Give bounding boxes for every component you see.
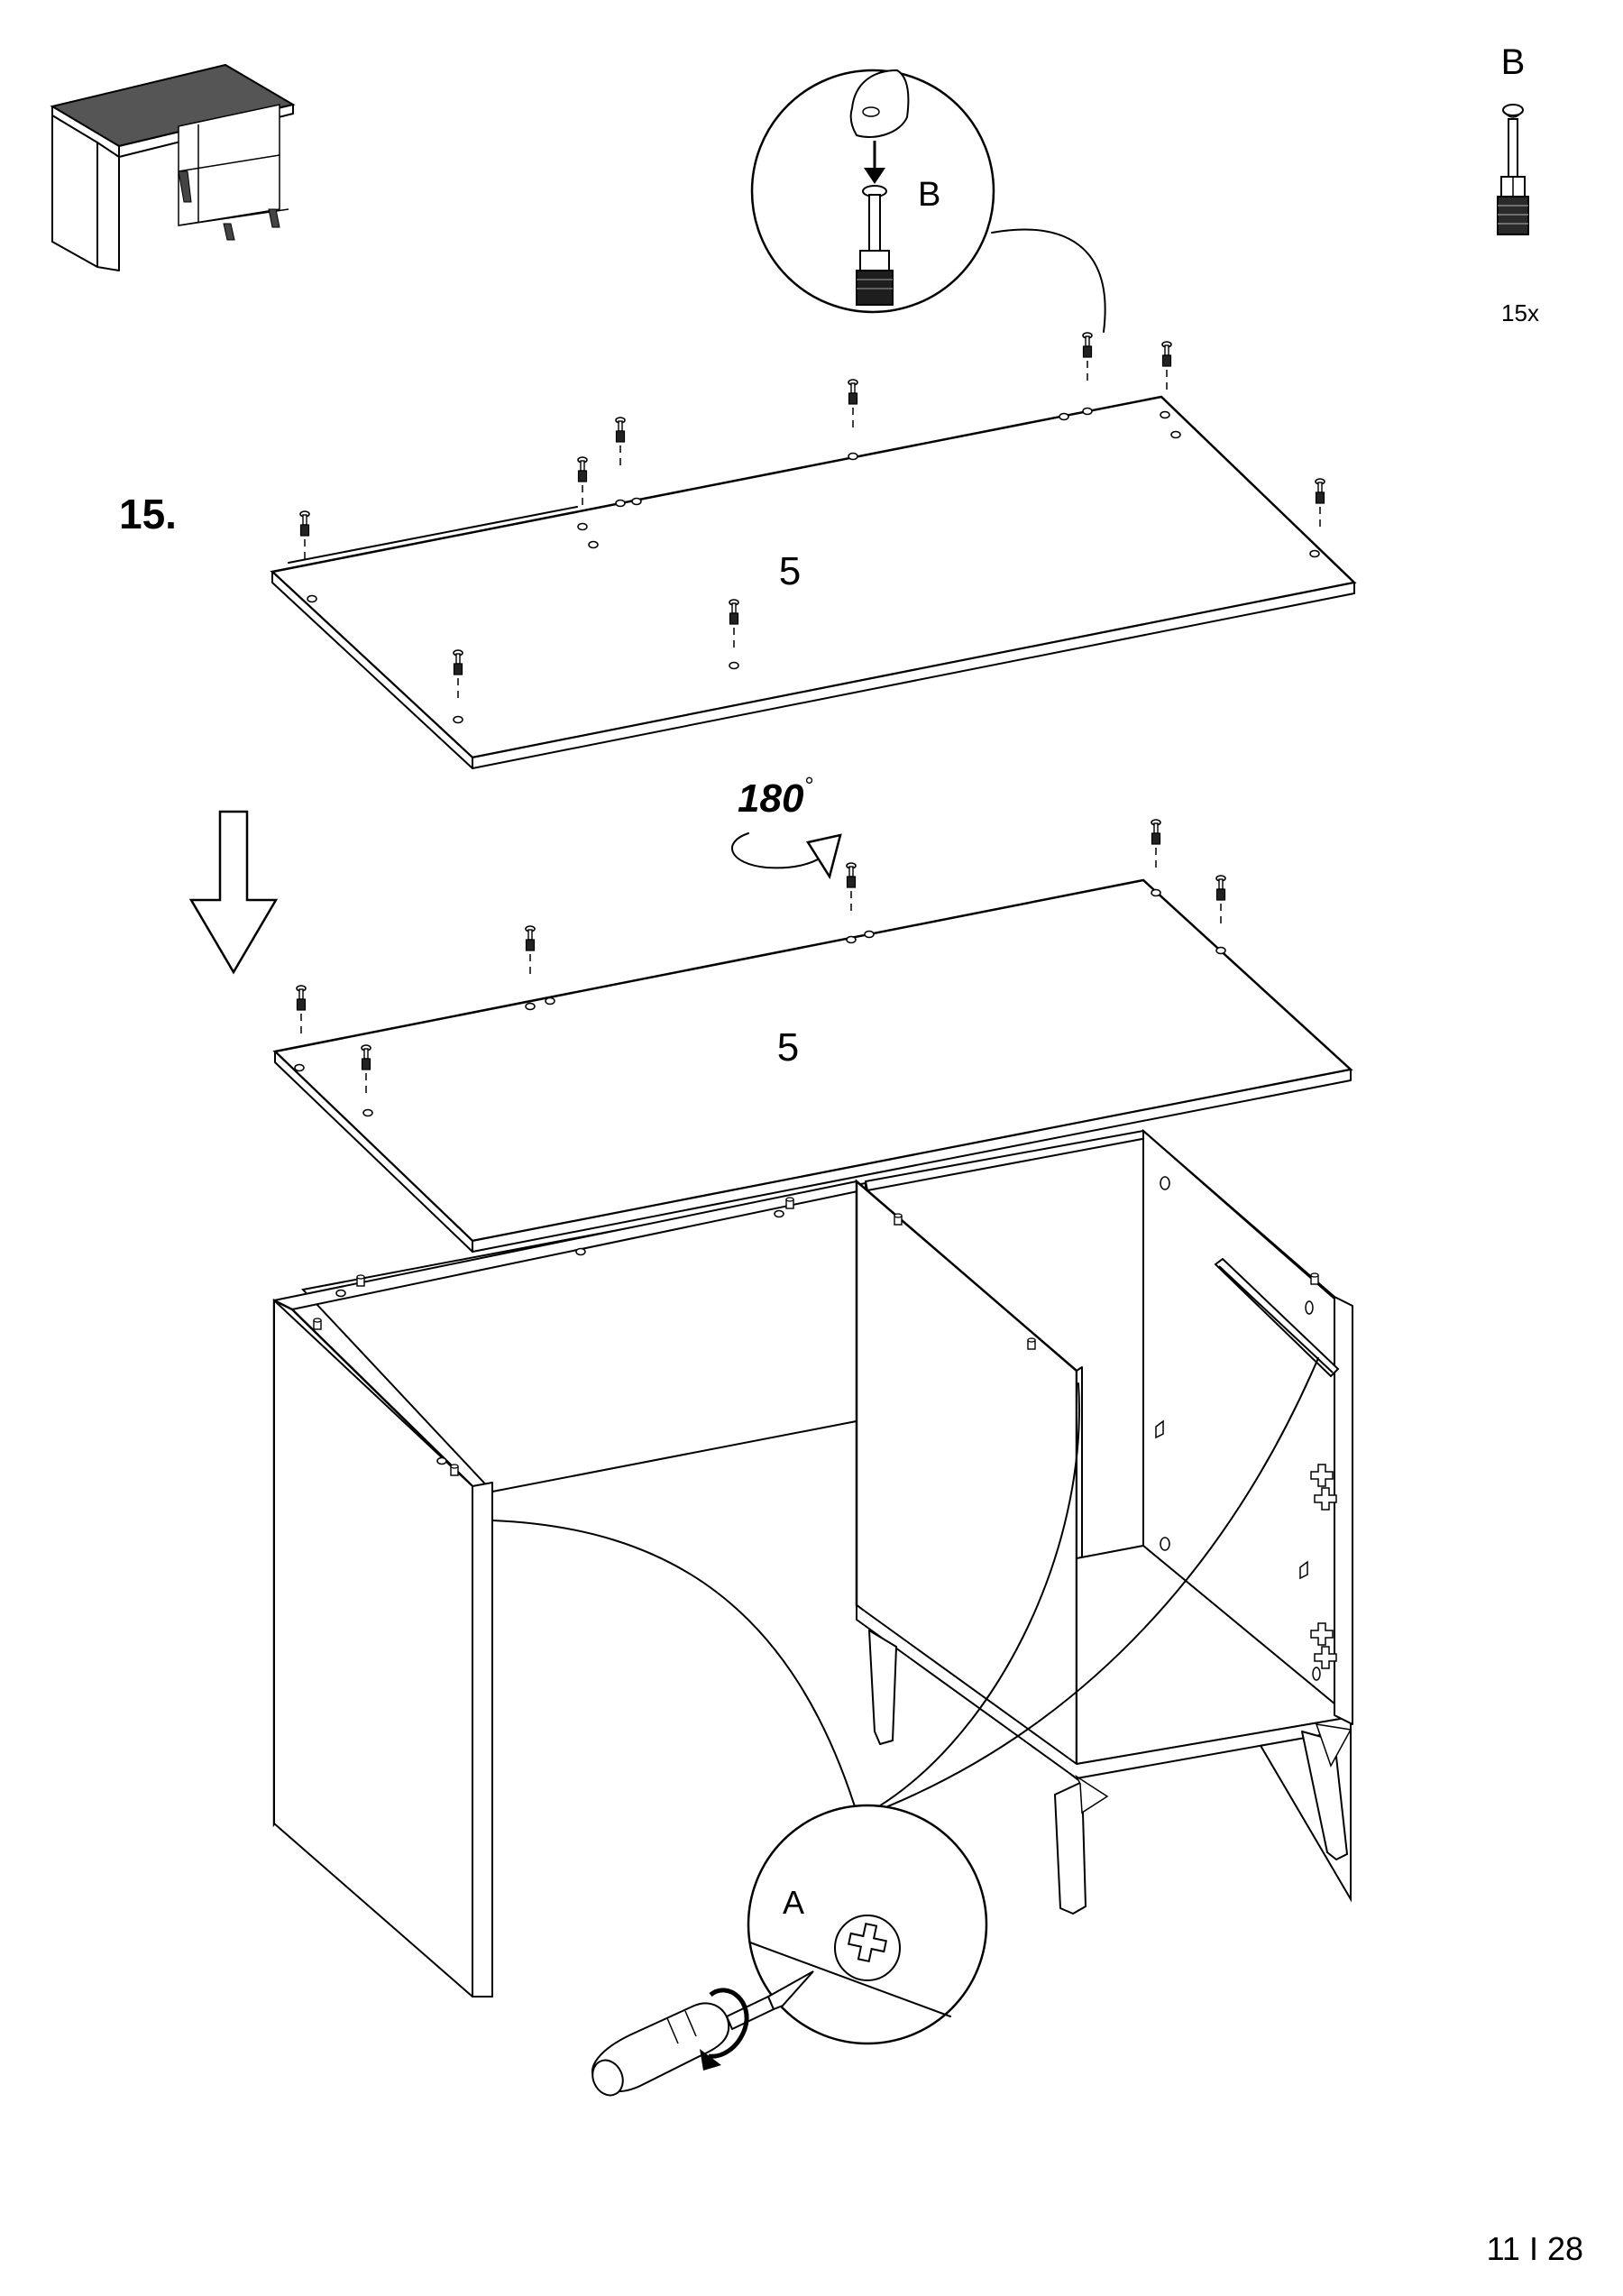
cam-lock-icon bbox=[1310, 1622, 1337, 1669]
top-panel-flipped: 5 bbox=[272, 819, 1353, 1253]
desk-frame bbox=[272, 1128, 1353, 1998]
step-number: 15. bbox=[119, 491, 177, 537]
detail-b-label: B bbox=[918, 176, 940, 214]
detail-circle-a: A bbox=[747, 1804, 988, 2045]
top-panel-upside-down: 5 bbox=[270, 332, 1357, 769]
upper-panel-label: 5 bbox=[779, 549, 801, 593]
down-arrow-icon bbox=[188, 810, 279, 975]
lower-panel-label: 5 bbox=[777, 1025, 799, 1070]
part-letter: B bbox=[1501, 42, 1526, 82]
rotation-degrees: 180° bbox=[738, 772, 813, 821]
rotate-arrow-icon: 180° bbox=[731, 772, 842, 880]
part-quantity: 15x bbox=[1501, 299, 1539, 326]
page-number: 11 I 28 bbox=[1487, 2230, 1583, 2267]
detail-circle-b: B bbox=[750, 69, 1106, 333]
cam-lock-icon bbox=[1310, 1464, 1337, 1511]
screwdriver-icon bbox=[591, 1970, 814, 2097]
desk-thumbnail-icon bbox=[50, 63, 296, 271]
detail-a-label: A bbox=[783, 1884, 804, 1921]
cam-bolt-icon bbox=[1497, 104, 1529, 235]
